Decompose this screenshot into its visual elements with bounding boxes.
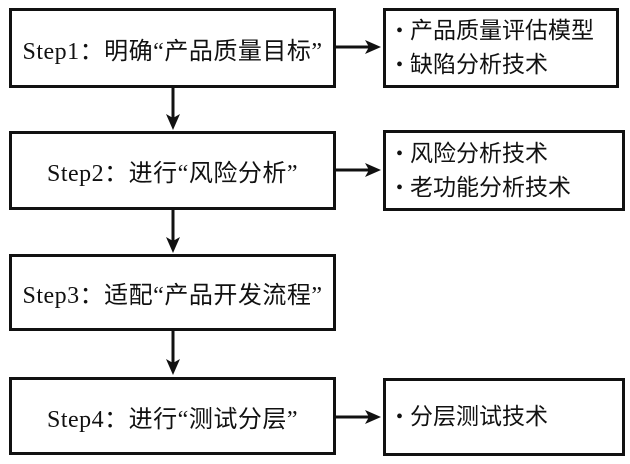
- output-text: 风险分析技术: [410, 140, 549, 166]
- output-item: • 产品质量评估模型: [396, 14, 594, 48]
- arrow-down-step1-step2: [166, 88, 180, 130]
- bullet-icon: •: [396, 406, 404, 428]
- output-item: • 风险分析技术: [396, 137, 548, 171]
- output-text: 老功能分析技术: [410, 174, 572, 200]
- step-label-4: Step4：进行“测试分层”: [47, 406, 298, 433]
- step-label-3: Step3：适配“产品开发流程”: [22, 283, 323, 309]
- arrow-down-step3-step4: [166, 331, 180, 375]
- arrow-right-step4-outputs: [336, 410, 381, 424]
- output-item: • 分层测试技术: [396, 400, 548, 434]
- step-box-4: Step4：进行“测试分层”: [9, 377, 336, 455]
- output-item: • 缺陷分析技术: [396, 48, 548, 82]
- bullet-icon: •: [396, 54, 404, 76]
- step-label-1: Step1：明确“产品质量目标”: [22, 38, 323, 65]
- arrow-right-step2-outputs: [336, 163, 381, 177]
- step-box-2: Step2：进行“风险分析”: [9, 131, 336, 210]
- bullet-icon: •: [396, 176, 404, 199]
- step-label-2: Step2：进行“风险分析”: [47, 161, 298, 187]
- arrow-right-step1-outputs: [336, 40, 381, 54]
- output-box-step2: • 风险分析技术 • 老功能分析技术: [383, 130, 625, 211]
- bullet-icon: •: [396, 142, 404, 165]
- step-box-1: Step1：明确“产品质量目标”: [9, 8, 336, 88]
- output-text: 缺陷分析技术: [410, 52, 549, 77]
- output-text: 产品质量评估模型: [410, 18, 595, 43]
- output-box-step1: • 产品质量评估模型 • 缺陷分析技术: [383, 8, 619, 88]
- arrow-down-step2-step3: [166, 210, 180, 253]
- output-text: 分层测试技术: [410, 404, 549, 429]
- output-box-step4: • 分层测试技术: [383, 378, 625, 456]
- step-box-3: Step3：适配“产品开发流程”: [9, 254, 336, 331]
- bullet-icon: •: [396, 20, 404, 42]
- output-item: • 老功能分析技术: [396, 171, 571, 205]
